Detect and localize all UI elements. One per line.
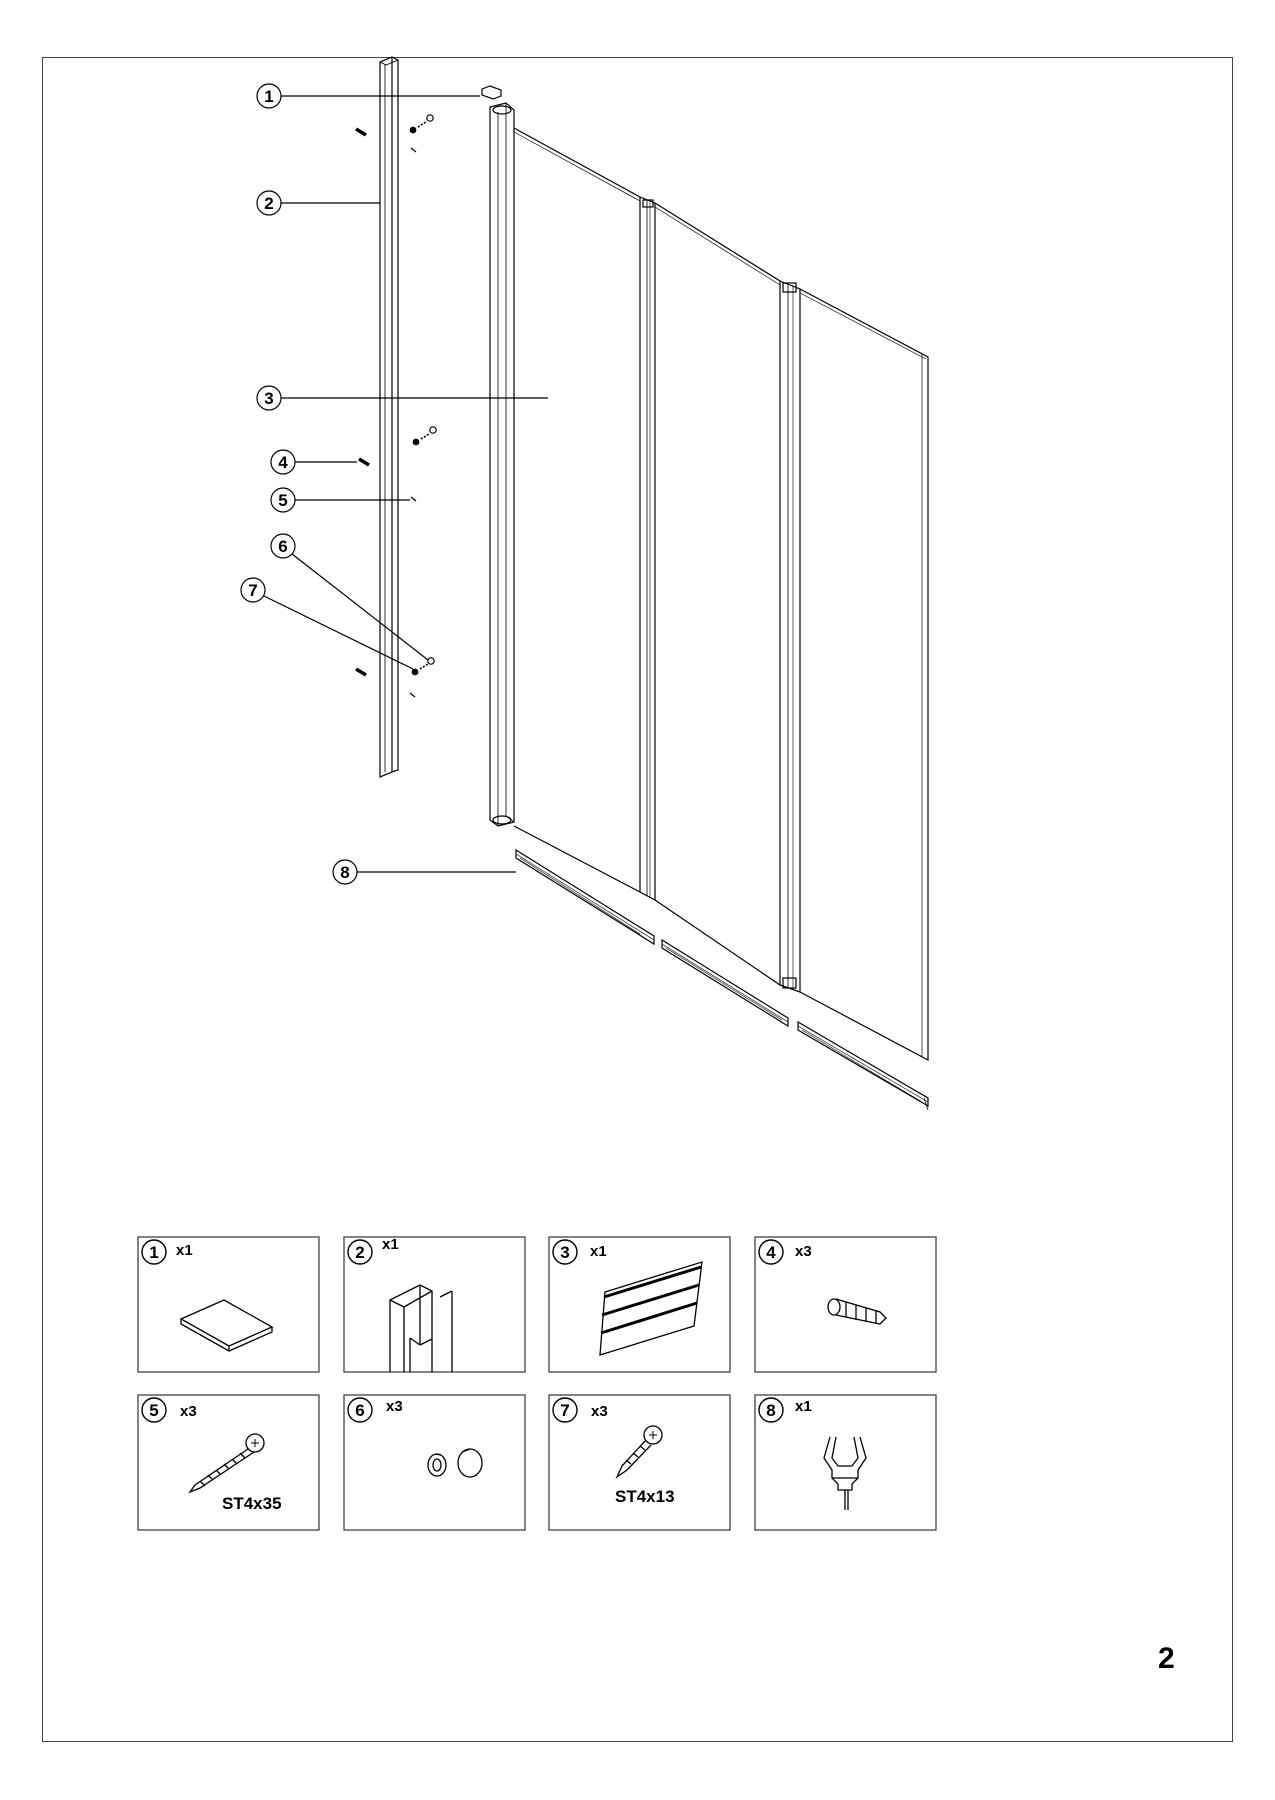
- callout-6-label: 6: [278, 537, 287, 556]
- part-7-screw-illustration: [615, 1425, 663, 1479]
- part-5-spec: ST4x35: [222, 1494, 282, 1513]
- callout-8-label: 8: [340, 863, 349, 882]
- part-1-cap-illustration: [179, 1299, 274, 1353]
- part-3-panel-illustration: [599, 1261, 703, 1356]
- fixings: [355, 114, 437, 698]
- bottom-seal: [515, 848, 929, 1111]
- cap-piece: [481, 85, 502, 100]
- part-1-number: 1: [149, 1243, 158, 1262]
- part-5-number: 5: [149, 1401, 158, 1420]
- callout-6: [270, 533, 429, 661]
- callout-1: [256, 83, 480, 109]
- glass-screen: [481, 85, 929, 1061]
- page-frame: [42, 57, 1233, 1742]
- wall-profile: [379, 56, 399, 778]
- part-3-number: 3: [560, 1243, 569, 1262]
- part-6-qty: x3: [386, 1398, 403, 1415]
- part-4-number: 4: [766, 1243, 776, 1262]
- part-box-1: [137, 1236, 320, 1373]
- part-6-cap-illustration: [427, 1448, 483, 1478]
- part-3-qty: x1: [590, 1243, 607, 1260]
- callout-4-label: 4: [278, 453, 288, 472]
- callout-7: [240, 577, 414, 670]
- part-2-qty: x1: [382, 1236, 399, 1253]
- parts-table: [137, 1236, 937, 1531]
- part-4-plug-illustration: [827, 1298, 887, 1325]
- part-2-profile-illustration: [389, 1284, 453, 1372]
- callout-2: [256, 190, 380, 216]
- part-7-spec: ST4x13: [615, 1487, 675, 1506]
- callout-3: [256, 385, 548, 411]
- callout-4: [270, 449, 357, 475]
- part-box-3: [548, 1236, 731, 1373]
- part-box-8: [754, 1394, 937, 1531]
- part-8-number: 8: [766, 1401, 775, 1420]
- part-7-qty: x3: [591, 1403, 608, 1420]
- part-6-number: 6: [355, 1401, 364, 1420]
- part-box-4: [754, 1236, 937, 1373]
- callout-3-label: 3: [264, 389, 273, 408]
- callout-5-label: 5: [278, 491, 287, 510]
- part-1-qty: x1: [176, 1242, 193, 1259]
- part-box-7: [548, 1394, 731, 1531]
- part-8-qty: x1: [795, 1398, 812, 1415]
- callout-5: [270, 487, 410, 513]
- part-7-number: 7: [560, 1401, 569, 1420]
- callout-2-label: 2: [264, 194, 273, 213]
- part-8-seal-illustration: [823, 1436, 867, 1510]
- page-number: 2: [1158, 1642, 1175, 1675]
- part-box-2: [343, 1236, 526, 1373]
- callout-7-label: 7: [248, 581, 257, 600]
- part-2-number: 2: [355, 1243, 364, 1262]
- callout-8: [332, 859, 516, 885]
- callout-1-label: 1: [264, 87, 273, 106]
- part-box-6: [343, 1394, 526, 1531]
- part-box-5: [137, 1394, 320, 1531]
- part-5-screw-illustration: [188, 1433, 265, 1494]
- part-5-qty: x3: [180, 1403, 197, 1420]
- part-4-qty: x3: [795, 1243, 812, 1260]
